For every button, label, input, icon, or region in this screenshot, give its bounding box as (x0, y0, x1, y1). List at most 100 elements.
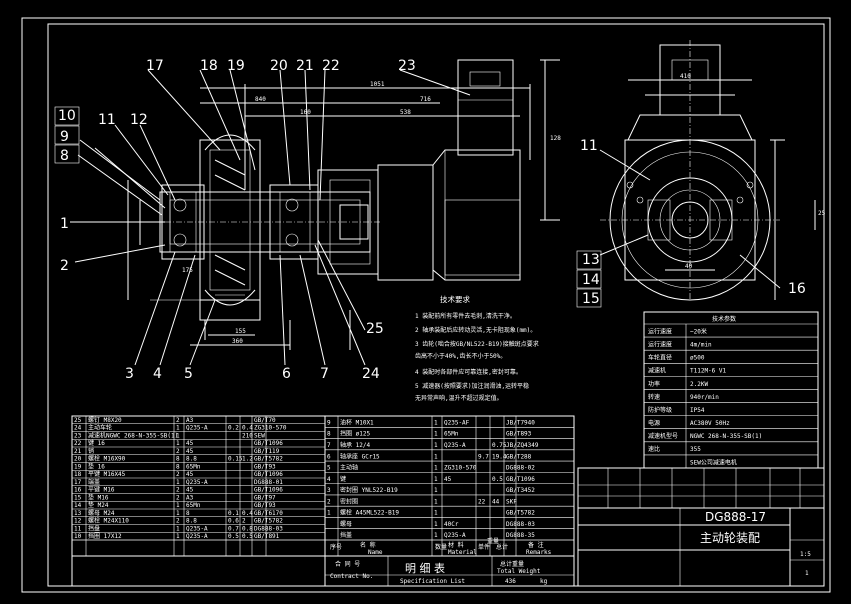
bom-cell: 22 (74, 440, 82, 447)
bom-cell: 1 (434, 453, 438, 460)
bom-cell: 15 (74, 494, 82, 501)
bom-cell: Q235-A (186, 479, 208, 486)
bom-header-unit: 单件 (478, 543, 490, 551)
bom-cell: 2 (176, 518, 180, 525)
bom-cell: 65Mn (444, 431, 459, 438)
bom-cell: 主动轴 (340, 464, 358, 472)
bom-cell: DG888-01 (254, 479, 283, 486)
spec-row-label: 速比 (648, 445, 660, 453)
bom-cell: SEW (254, 432, 265, 439)
spec-row-value: SEW公司减速电机 (690, 458, 737, 466)
bom-cell: 3 (327, 487, 331, 494)
dim-text: 175 (182, 267, 193, 274)
bom-cell: 螺母 (340, 520, 352, 528)
bom-header-material-en: Material (448, 549, 477, 556)
bom-cell: 0.15 (228, 456, 243, 463)
bom-cell: GB/T891 (254, 533, 280, 540)
part-label: 3 (125, 366, 134, 382)
dim-text: 25 (818, 210, 826, 217)
bom-cell: ZG310-570 (254, 425, 287, 432)
side-view (599, 40, 816, 301)
tech-req-line: 齿高不小于40%,齿长不小于50%。 (415, 352, 506, 360)
bom-header-name: 名 称 (360, 541, 376, 549)
drawing-sheet: 1 (805, 570, 809, 577)
bom-cell: 2 (176, 471, 180, 478)
dim-text: 40 (685, 263, 693, 270)
bom-header-remark: 备 注 (528, 541, 544, 549)
part-label: 14 (582, 272, 600, 288)
part-label: 19 (227, 58, 245, 74)
bom-cell: 挡圈 ø125 (340, 430, 370, 438)
part-label: 21 (296, 58, 314, 74)
bom-cell: 8.8 (186, 456, 197, 463)
bom-cell: GB/T93 (254, 502, 276, 509)
bom-cell: 8 (176, 456, 180, 463)
tech-req-title: 技术要求 (440, 294, 470, 304)
bom-footer-total-label-en: Total Weight (497, 568, 541, 575)
bom-cell: 65Mn (186, 463, 201, 470)
bom-cell: 1 (434, 476, 438, 483)
dim-text: 360 (232, 338, 243, 345)
bom-cell: 9 (327, 419, 331, 426)
tech-req-line: 3 齿轮(啮合按GB/NL522-B19)接触斑点要求 (415, 340, 539, 348)
bom-cell: 1 (434, 532, 438, 539)
bom-cell: 密封圈 (340, 497, 358, 505)
bom-cell: 2 (176, 487, 180, 494)
bom-cell: 10 (74, 533, 82, 540)
bom-cell: 0.1 (228, 510, 239, 517)
bom-cell: 轴承座 GCr15 (340, 452, 380, 460)
bom-cell: 1 (434, 465, 438, 472)
spec-row-label: 功率 (648, 380, 660, 388)
bom-cell: 19 (74, 463, 82, 470)
bom-cell: 螺栓 M16X90 (88, 455, 126, 463)
part-label: 2 (60, 258, 69, 274)
bom-cell: 垫 M24 (88, 501, 109, 509)
bom-cell: GB/T6170 (254, 510, 283, 517)
bom-cell: 1 (176, 510, 180, 517)
bom-cell: 44 (492, 498, 500, 505)
spec-row-value: ø500 (690, 355, 705, 362)
bom-cell: 1.2 (242, 456, 253, 463)
bom-cell: 1 (176, 479, 180, 486)
part-label: 11 (98, 112, 116, 128)
bom-cell: 1 (176, 502, 180, 509)
part-label: 7 (320, 366, 329, 382)
title-block: DG888-17 主动轮装配 1:5 1 (577, 467, 825, 587)
bom-cell: 1 (434, 510, 438, 517)
bom-cell: GB/T1096 (254, 471, 283, 478)
bom-cell: 轴承 12/4 (340, 441, 370, 449)
bom-cell: 1 (176, 440, 180, 447)
bom-header-seq: 序号 (330, 543, 342, 551)
spec-row-value: IP54 (690, 407, 705, 414)
bom-cell: GB/T1096 (506, 476, 535, 483)
bom-cell: 平键 M16 (88, 486, 115, 494)
tech-req-line: 2 轴承装配后应转动灵活,无卡阻现象(mm)。 (415, 326, 536, 334)
bom-cell: 密封圈 YNL522-B19 (340, 486, 398, 494)
dim-text: 1051 (370, 81, 385, 88)
spec-row-value: 940r/min (690, 394, 719, 401)
bom-cell: 0.8 (242, 525, 253, 532)
bom-cell: 0.2 (228, 425, 239, 432)
bom-footer-total-value: 436 (505, 578, 516, 585)
bom-cell: 45 (186, 471, 194, 478)
bom-footer-unit: kg (540, 578, 548, 585)
part-label: 1 (60, 216, 69, 232)
bom-cell: 1 (327, 510, 331, 517)
part-label: 24 (362, 366, 380, 382)
bom-cell: 1 (176, 432, 180, 439)
bom-cell: 1 (176, 525, 180, 532)
spec-row-label: 减速机 (648, 367, 666, 375)
tech-req-line: 1 装配前所有零件去毛刺,清洗干净。 (415, 312, 516, 320)
dim-text: 538 (400, 109, 411, 116)
bom-cell: 垫 M16 (88, 493, 109, 501)
bom-cell: JB/T7940 (506, 419, 535, 426)
bom-cell: 6 (327, 453, 331, 460)
bom-cell: 挡盖 (340, 531, 352, 539)
bom-cell: 1 (434, 487, 438, 494)
bom-cell: 19.4 (492, 453, 507, 460)
bom-cell: 0.75 (492, 442, 507, 449)
bom-cell: DG888-35 (506, 532, 535, 539)
tech-req-line: 无异常声响,温升不超过规定值。 (415, 394, 503, 402)
part-label: 15 (582, 291, 600, 307)
